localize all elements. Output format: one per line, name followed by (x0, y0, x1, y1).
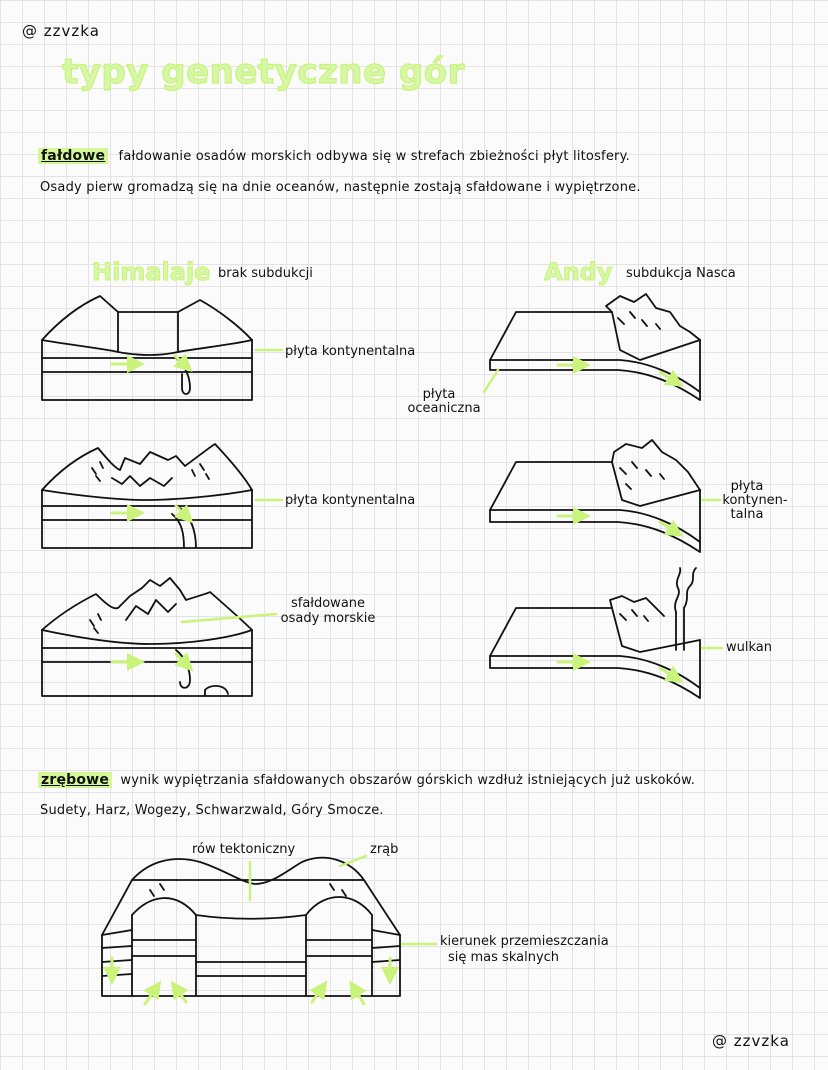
andy-diagram-2 (489, 439, 722, 553)
himalaje-label-continental-1: płyta kontynentalna (285, 344, 416, 359)
zrebowe-label-direction-2: się mas skalnych (448, 950, 560, 965)
zrebowe-definition-2: Sudety, Harz, Wogezy, Schwarzwald, Góry … (40, 803, 384, 818)
himalaje-diagram-3 (41, 577, 278, 697)
himalaje-diagram-2 (41, 443, 284, 549)
faldowe-definition-1: fałdowanie osadów morskich odbywa się w … (118, 149, 630, 164)
zrebowe-definition-1: wynik wypiętrzania sfałdowanych obszarów… (120, 773, 696, 788)
faldowe-definition-2: Osady pierw gromadzą się na dnie oceanów… (40, 180, 641, 195)
himalaje-note: brak subdukcji (218, 266, 313, 281)
faldowe-line-1: fałdowe fałdowanie osadów morskich odbyw… (38, 148, 630, 164)
zrebowe-label-direction-1: kierunek przemieszczania (440, 934, 609, 949)
andy-heading: Andy (543, 258, 613, 287)
himalaje-diagram-1 (41, 295, 284, 401)
andy-note: subdukcja Nasca (626, 266, 736, 281)
himalaje-label-folded-1: sfałdowane (290, 596, 366, 611)
andy-label-volcano: wulkan (726, 640, 772, 655)
author-handle-top: @ zzvzka (22, 22, 100, 40)
zrebowe-label-rift: rów tektoniczny (192, 842, 296, 857)
himalaje-label-continental-2: płyta kontynentalna (285, 493, 416, 508)
page-title: typy genetyczne gór (61, 51, 465, 92)
author-handle-bottom: @ zzvzka (712, 1032, 790, 1050)
andy-label-continental-2: kontynen- (722, 493, 788, 508)
andy-label-continental-3: talna (730, 507, 764, 522)
andy-label-oceanic-1: płyta (422, 387, 456, 402)
zrebowe-diagram (101, 854, 438, 1006)
faldowe-term: fałdowe (38, 148, 109, 164)
himalaje-label-folded-2: osady morskie (280, 611, 376, 626)
himalaje-heading: Himalaje (91, 258, 211, 287)
andy-diagram-1 (482, 293, 701, 401)
andy-label-oceanic-2: oceaniczna (407, 401, 481, 416)
zrebowe-term: zrębowe (38, 772, 113, 788)
zrebowe-line-1: zrębowe wynik wypiętrzania sfałdowanych … (38, 772, 695, 788)
zrebowe-label-horst: zrąb (370, 842, 399, 857)
andy-diagram-3 (489, 567, 724, 699)
andy-label-continental-1: płyta (730, 479, 764, 494)
